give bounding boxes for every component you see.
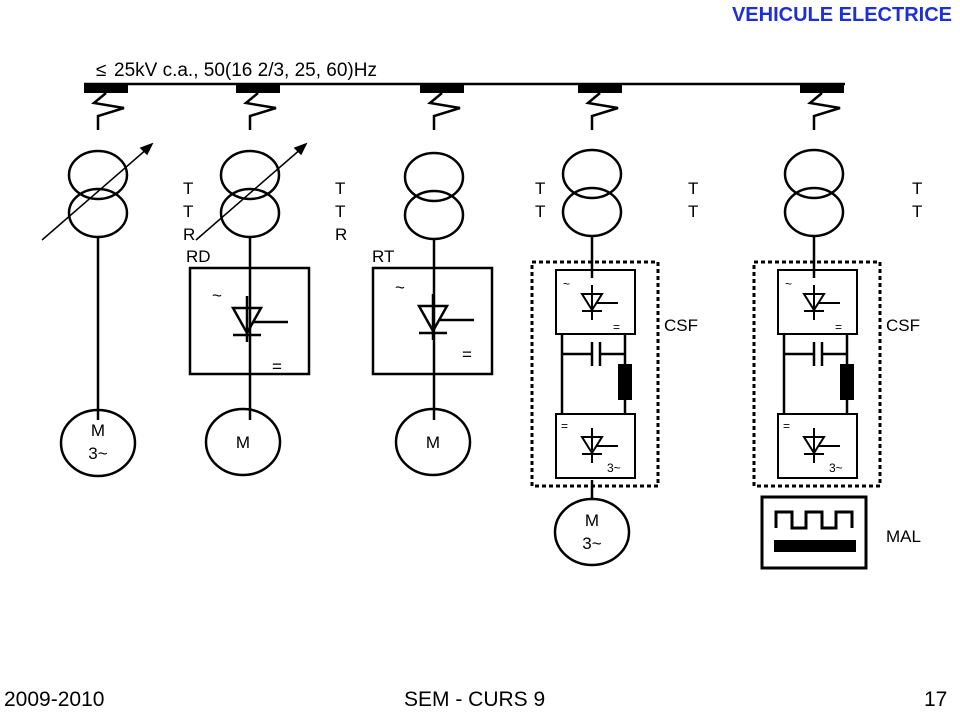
label-csf-1: CSF [664,316,698,335]
svg-text:M: M [585,511,599,530]
footer-page: 17 [924,688,948,711]
svg-text:T: T [535,179,545,198]
svg-text:T: T [688,202,698,221]
conv1-in: ~ [212,286,222,305]
svg-text:~: ~ [563,277,570,291]
inductor-icon [618,364,854,400]
footer-year: 2009-2010 [4,688,105,711]
svg-text:~: ~ [785,277,792,291]
svg-text:T: T [688,179,698,198]
pantograph-arms [91,92,841,130]
variable-arrows [41,142,308,241]
csf-inner-boxes [555,269,858,479]
svg-text:M: M [91,421,105,440]
label-csf-2: CSF [886,316,920,335]
mal-load-box [760,495,868,570]
square-wave-icon [774,510,854,530]
small-thyristor-icon [580,285,840,463]
thyristor-icon [230,294,474,342]
svg-text:=: = [783,419,790,433]
svg-text:T: T [335,179,345,198]
supply-leq-symbol: ≤ [96,60,106,81]
svg-text:T: T [335,202,345,221]
slide-title: VEHICULE ELECTRICE [731,4,952,26]
svg-text:M: M [426,433,440,452]
csf-box-signs: ~ = ~ = = 3~ = 3~ [561,277,843,475]
wires [96,236,816,500]
label-mal: MAL [886,527,921,546]
svg-text:3~: 3~ [88,444,107,463]
svg-text:T: T [183,202,193,221]
transformer-labels: T T R T T R T T T T T T [183,179,922,244]
svg-text:T: T [535,202,545,221]
conv2-in: ~ [395,278,405,297]
label-rt: RT [372,247,394,266]
svg-text:R: R [335,225,347,244]
supply-label: 25kV c.a., 50(16 2/3, 25, 60)Hz [114,60,377,81]
footer-course: SEM - CURS 9 [404,688,546,711]
bar-icon [774,540,856,552]
conv1-out: = [272,357,282,376]
svg-text:3~: 3~ [582,534,601,553]
motors [59,407,631,567]
motor-labels: M 3~ M M M 3~ [88,421,601,553]
csf-dashed-frames [530,260,882,488]
svg-text:T: T [183,179,193,198]
svg-text:T: T [912,202,922,221]
svg-text:M: M [236,433,250,452]
svg-text:R: R [183,225,195,244]
svg-text:=: = [561,419,568,433]
svg-text:3~: 3~ [829,461,843,475]
converter-boxes [188,266,494,376]
label-rd: RD [186,247,211,266]
svg-text:3~: 3~ [607,461,621,475]
conv2-out: = [462,345,472,364]
svg-text:T: T [912,179,922,198]
pantograph-shoes [84,84,844,93]
svg-text:=: = [613,320,620,334]
svg-text:=: = [835,320,842,334]
dc-link [560,334,849,414]
